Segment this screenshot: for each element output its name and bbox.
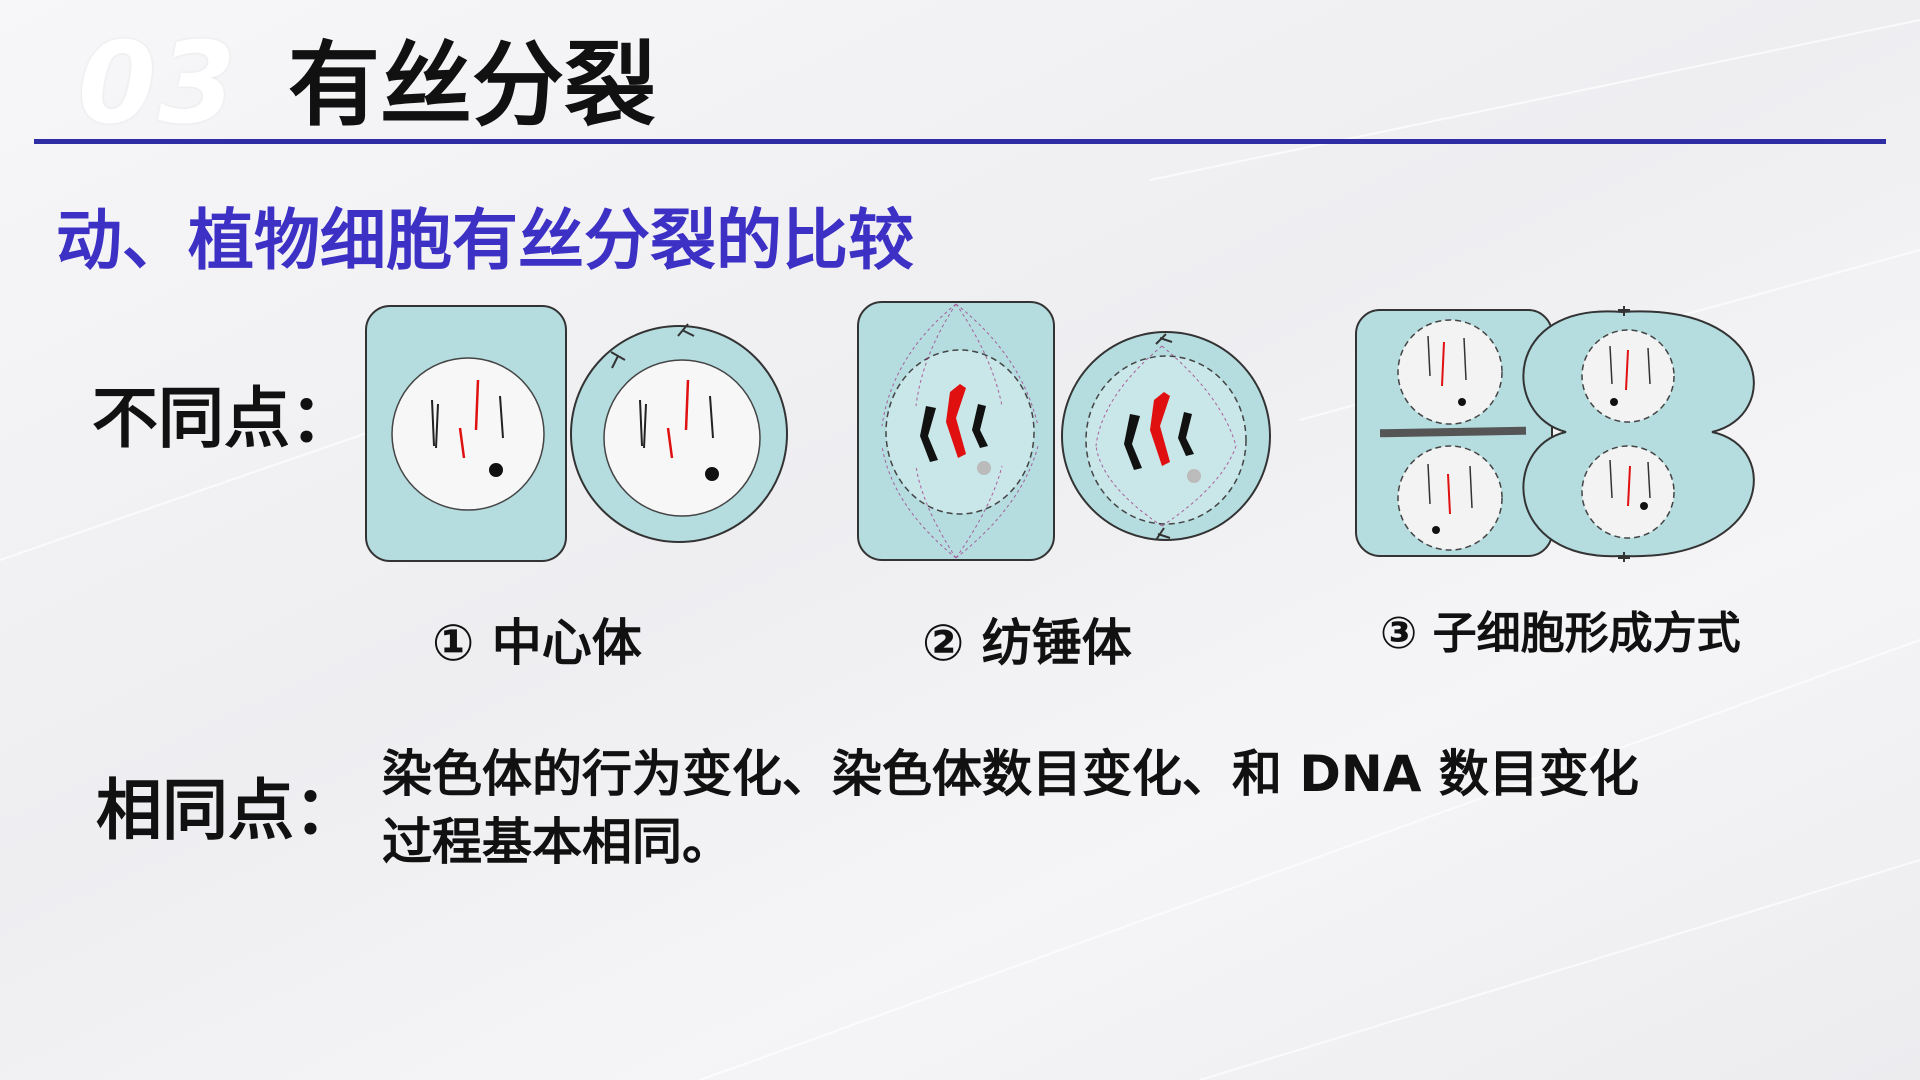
- title-divider: [34, 139, 1886, 144]
- caption-spindle: ② 纺锤体: [922, 614, 1132, 672]
- page-title: 有丝分裂: [288, 32, 657, 139]
- centrosome-comparison-figure: [365, 305, 788, 562]
- spindle-comparison-figure: [857, 301, 1271, 561]
- similarities-line-2: 过程基本相同。: [382, 813, 732, 871]
- similarities-text: 染色体的行为变化、染色体数目变化、和 DNA 数目变化 过程基本相同。: [382, 740, 1782, 876]
- differences-label: 不同点：: [92, 380, 356, 457]
- caption-centrosome: ① 中心体: [432, 614, 642, 672]
- cytokinesis-comparison-figure: [1355, 306, 1755, 562]
- similarities-label: 相同点：: [96, 772, 360, 849]
- caption-cytokinesis: ③ 子细胞形成方式: [1380, 608, 1741, 659]
- section-number: 03: [78, 19, 238, 149]
- section-subtitle: 动、植物细胞有丝分裂的比较: [56, 202, 914, 279]
- similarities-line-1: 染色体的行为变化、染色体数目变化、和 DNA 数目变化: [382, 745, 1639, 803]
